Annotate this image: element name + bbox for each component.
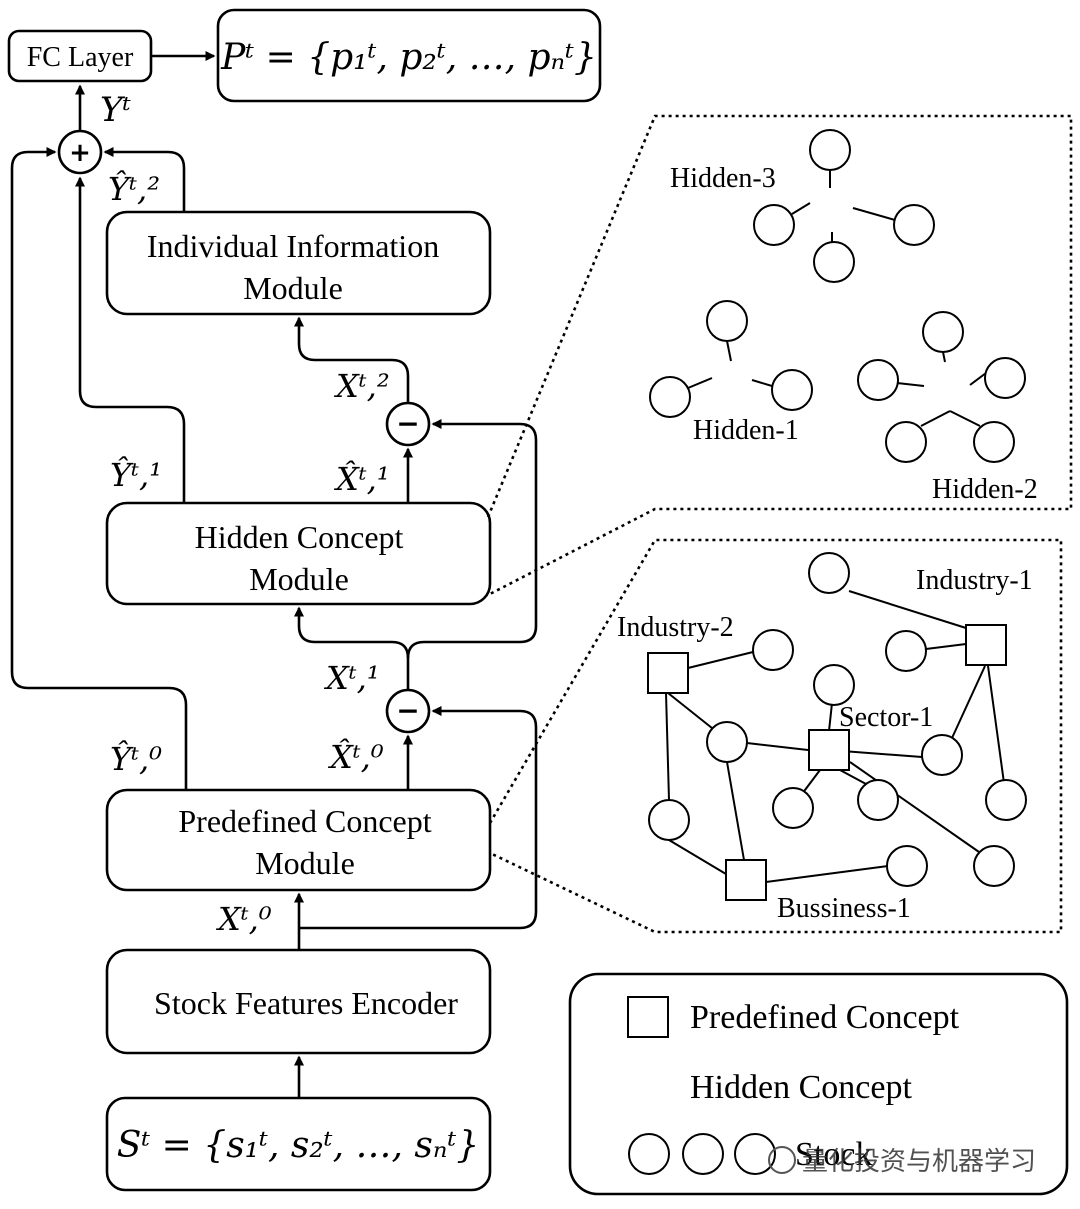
hidden-1-label: Hidden-1 — [693, 415, 799, 446]
watermark: 量化投资与机器学习 — [768, 1146, 1036, 1177]
label-yhat-t1: Ŷᵗ,¹ — [110, 456, 162, 494]
sum-node: + — [57, 129, 103, 175]
x-t2-path — [294, 316, 410, 403]
x-t1-path — [294, 606, 410, 690]
hidden-concept-module: Hidden Concept Module — [105, 501, 492, 606]
encoder-label: Stock Features Encoder — [154, 985, 458, 1021]
individual-information-module: Individual Information Module — [105, 210, 492, 316]
label-y-t: Yᵗ — [100, 90, 131, 130]
output-formula: Pᵗ = {p₁ᵗ, p₂ᵗ, …, pₙᵗ} — [220, 37, 597, 78]
label-yhat-t0: Ŷᵗ,⁰ — [110, 740, 162, 778]
label-xhat-t0: X̂ᵗ,⁰ — [327, 738, 384, 776]
legend: Predefined Concept Hidden Concept Stock — [568, 972, 1069, 1196]
input-box: Sᵗ = {s₁ᵗ, s₂ᵗ, …, sₙᵗ} — [105, 1096, 492, 1192]
plus-symbol: + — [69, 138, 91, 168]
industry-1-label: Industry-1 — [916, 565, 1033, 596]
legend-circle-icon — [734, 1133, 776, 1175]
label-x-t1: Xᵗ,¹ — [323, 659, 380, 697]
hidden-module-line2: Module — [249, 561, 349, 597]
legend-stock-label: Stock — [795, 1136, 872, 1173]
predefined-concept-module: Predefined Concept Module — [105, 788, 492, 892]
yhat-t2-path — [103, 147, 186, 212]
stock-features-encoder: Stock Features Encoder — [105, 948, 492, 1055]
hidden-concept-graph — [649, 129, 1026, 463]
legend-circle-icon — [628, 1133, 670, 1175]
predefined-module-line2: Module — [255, 845, 355, 881]
legend-circle-icon — [682, 1133, 724, 1175]
wechat-icon — [768, 1146, 796, 1174]
minus-symbol-2: − — [396, 407, 419, 440]
individual-module-line2: Module — [243, 270, 343, 306]
yhat-t0-path — [10, 147, 188, 790]
industry-2-label: Industry-2 — [617, 612, 734, 643]
x-t0-skip-path — [299, 706, 538, 930]
predefined-concept-graph — [647, 552, 1027, 901]
hidden-module-line1: Hidden Concept — [195, 519, 404, 555]
input-formula: Sᵗ = {s₁ᵗ, s₂ᵗ, …, sₙᵗ} — [117, 1125, 480, 1166]
subtract-node-2: − — [385, 401, 431, 447]
legend-hidden-label: Hidden Concept — [690, 1069, 912, 1106]
predefined-zoom-frame — [488, 538, 1063, 934]
predefined-module-line1: Predefined Concept — [178, 803, 431, 839]
label-x-t2: Xᵗ,² — [333, 367, 390, 405]
label-xhat-t1: X̂ᵗ,¹ — [333, 460, 390, 498]
legend-square-icon — [627, 996, 669, 1038]
watermark-text: 量化投资与机器学习 — [802, 1147, 1036, 1177]
hidden-zoom-frame — [486, 114, 1073, 597]
hidden-3-label: Hidden-3 — [670, 163, 776, 194]
output-box: Pᵗ = {p₁ᵗ, p₂ᵗ, …, pₙᵗ} — [216, 8, 602, 103]
minus-symbol-1: − — [396, 694, 419, 727]
sector-1-label: Sector-1 — [839, 702, 933, 733]
hidden-2-label: Hidden-2 — [932, 474, 1038, 505]
yhat-t1-path — [75, 176, 186, 503]
x-t1-skip-path — [406, 419, 538, 659]
bussiness-1-label: Bussiness-1 — [777, 893, 911, 924]
fc-layer-label: FC Layer — [27, 42, 134, 73]
fc-layer-box: FC Layer — [7, 29, 153, 83]
label-x-t0: Xᵗ,⁰ — [215, 900, 272, 938]
subtract-node-1: − — [385, 688, 431, 734]
legend-predefined-label: Predefined Concept — [690, 999, 960, 1036]
label-yhat-t2: Ŷᵗ,² — [108, 170, 160, 208]
individual-module-line1: Individual Information — [147, 228, 439, 264]
